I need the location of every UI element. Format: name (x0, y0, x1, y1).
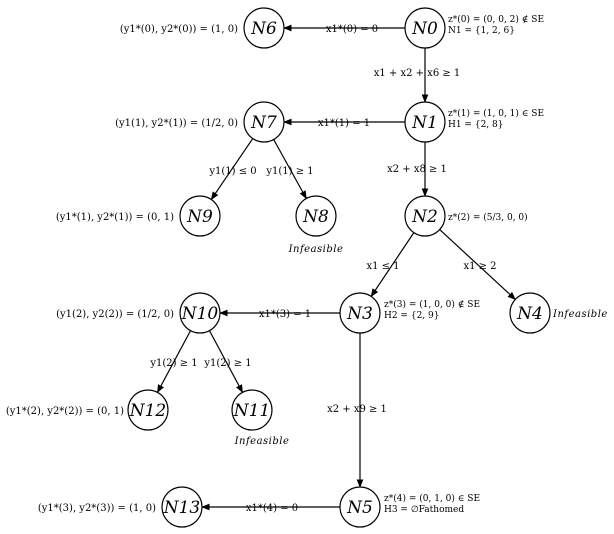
node-info-n0-0: z*(0) = (0, 0, 2) ∉ SE (448, 14, 544, 25)
node-circle-n2 (404, 195, 446, 237)
node-label-n10: N10 (181, 304, 219, 324)
node-circle-n8 (295, 195, 337, 237)
node-circle-n9 (179, 195, 221, 237)
edge-label-n7-n8: y1(1) ≥ 1 (265, 166, 313, 177)
node-info-n9-0: (y1*(1), y2*(1)) = (0, 1) (56, 212, 174, 223)
node-circle-n5 (339, 486, 381, 528)
node-info-n3-0: z*(3) = (1, 0, 0) ∉ SE (384, 299, 480, 310)
node-info-n8-0: Infeasible (288, 244, 344, 255)
node-label-n12: N12 (129, 401, 167, 421)
node-info-n2-0: z*(2) = (5/3, 0, 0) (448, 212, 528, 223)
node-info-n5-1: H3 = ∅Fathomed (384, 505, 464, 515)
edge-n7-n8 (273, 139, 307, 200)
node-n9: N9 (179, 195, 221, 237)
edge-label-n5-n13: x1*(4) = 0 (246, 503, 298, 514)
edge-label-n3-n5: x2 + x9 ≥ 1 (327, 404, 387, 415)
node-info-n3-1: H2 = {2, 9} (384, 311, 439, 321)
node-n8: N8 (295, 195, 337, 237)
node-info-n7-0: (y1(1), y2*(1)) = (1/2, 0) (115, 118, 238, 129)
edge-label-n10-n11: y1(2) ≥ 1 (203, 358, 251, 369)
node-label-n2: N2 (411, 207, 438, 227)
node-circle-n12 (127, 389, 169, 431)
edge-label-n0-n1: x1 + x2 + x6 ≥ 1 (374, 68, 461, 79)
node-circle-n10 (179, 292, 221, 334)
node-label-n11: N11 (233, 401, 271, 421)
node-info-n12-0: (y1*(2), y2*(2)) = (0, 1) (6, 406, 124, 417)
node-label-n5: N5 (346, 498, 373, 518)
edge-n10-n12 (156, 330, 192, 394)
node-circle-n4 (509, 292, 551, 334)
node-n5: N5 (339, 486, 381, 528)
node-info-n10-0: (y1(2), y2(2)) = (1/2, 0) (56, 309, 174, 320)
node-label-n1: N1 (411, 113, 438, 133)
node-circle-n1 (404, 101, 446, 143)
node-label-n6: N6 (250, 19, 277, 39)
node-n12: N12 (127, 389, 169, 431)
node-circle-n3 (339, 292, 381, 334)
node-n11: N11 (231, 389, 273, 431)
node-n10: N10 (179, 292, 221, 334)
edge-label-n1-n7: x1*(1) = 1 (318, 118, 370, 129)
edge-label-n0-n6: x1*(0) = 0 (326, 24, 378, 35)
node-label-n9: N9 (186, 207, 213, 227)
node-label-n4: N4 (516, 304, 543, 324)
node-n7: N7 (243, 101, 285, 143)
edge-label-n2-n4: x1 ≥ 2 (463, 261, 496, 272)
node-circle-n6 (243, 7, 285, 49)
node-n6: N6 (243, 7, 285, 49)
node-circle-n0 (404, 7, 446, 49)
node-n3: N3 (339, 292, 381, 334)
node-n4: N4 (509, 292, 551, 334)
edge-label-n7-n9: y1(1) ≤ 0 (208, 166, 256, 177)
node-label-n13: N13 (163, 498, 201, 518)
node-circle-n13 (161, 486, 203, 528)
node-n2: N2 (404, 195, 446, 237)
edge-n10-n11 (208, 330, 244, 394)
node-info-n1-0: z*(1) = (1, 0, 1) ∈ SE (448, 108, 544, 119)
node-n13: N13 (161, 486, 203, 528)
node-label-n8: N8 (302, 207, 329, 227)
node-info-n5-0: z*(4) = (0, 1, 0) ∈ SE (384, 493, 480, 504)
node-info-n11-0: Infeasible (234, 436, 290, 447)
edge-n7-n9 (210, 138, 254, 201)
edge-label-n10-n12: y1(2) ≥ 1 (149, 358, 197, 369)
edge-label-n3-n10: x1*(3) = 1 (259, 309, 311, 320)
node-info-n6-0: (y1*(0), y2*(0)) = (1, 0) (120, 24, 238, 35)
node-label-n7: N7 (250, 113, 277, 133)
node-info-n13-0: (y1*(3), y2*(3)) = (1, 0) (38, 503, 156, 514)
edge-label-n2-n3: x1 ≤ 1 (366, 261, 399, 272)
edge-label-n1-n2: x2 + x8 ≥ 1 (387, 164, 447, 175)
edge-n2-n4 (439, 229, 516, 300)
node-info-n1-1: H1 = {2, 8} (448, 120, 503, 130)
node-n1: N1 (404, 101, 446, 143)
node-circle-n11 (231, 389, 273, 431)
edge-n2-n3 (370, 232, 415, 298)
node-n0: N0 (404, 7, 446, 49)
node-circle-n7 (243, 101, 285, 143)
node-info-n0-1: N1 = {1, 2, 6} (448, 26, 515, 36)
node-label-n3: N3 (346, 304, 373, 324)
node-info-n4-0: Infeasible (552, 309, 608, 320)
node-label-n0: N0 (411, 19, 438, 39)
